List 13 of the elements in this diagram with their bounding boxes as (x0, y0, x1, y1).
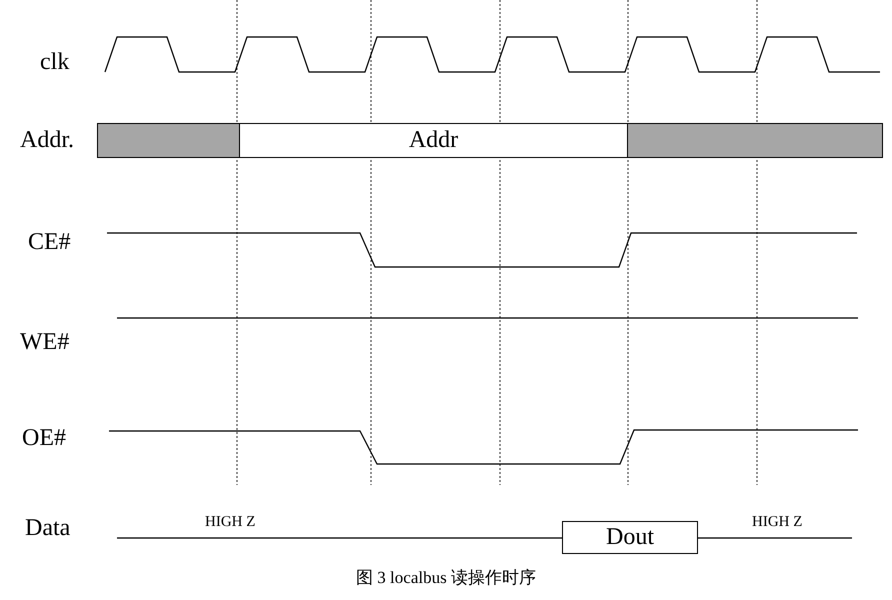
caption: 图 3 localbus 读操作时序 (355, 569, 537, 586)
signal-name: clk (40, 50, 70, 74)
state-label: HIGH Z (752, 515, 802, 530)
signal-name: OE# (22, 426, 66, 450)
signal-name: Addr. (20, 128, 74, 152)
bus-segment (627, 123, 883, 158)
signal-name: WE# (20, 330, 70, 354)
state-label: HIGH Z (205, 515, 256, 530)
signal-name: Data (25, 516, 70, 540)
bus-segment (97, 123, 240, 158)
bus-segment: Dout (562, 521, 698, 554)
signal-name: CE# (28, 230, 71, 254)
bus-segment: Addr (239, 123, 628, 158)
